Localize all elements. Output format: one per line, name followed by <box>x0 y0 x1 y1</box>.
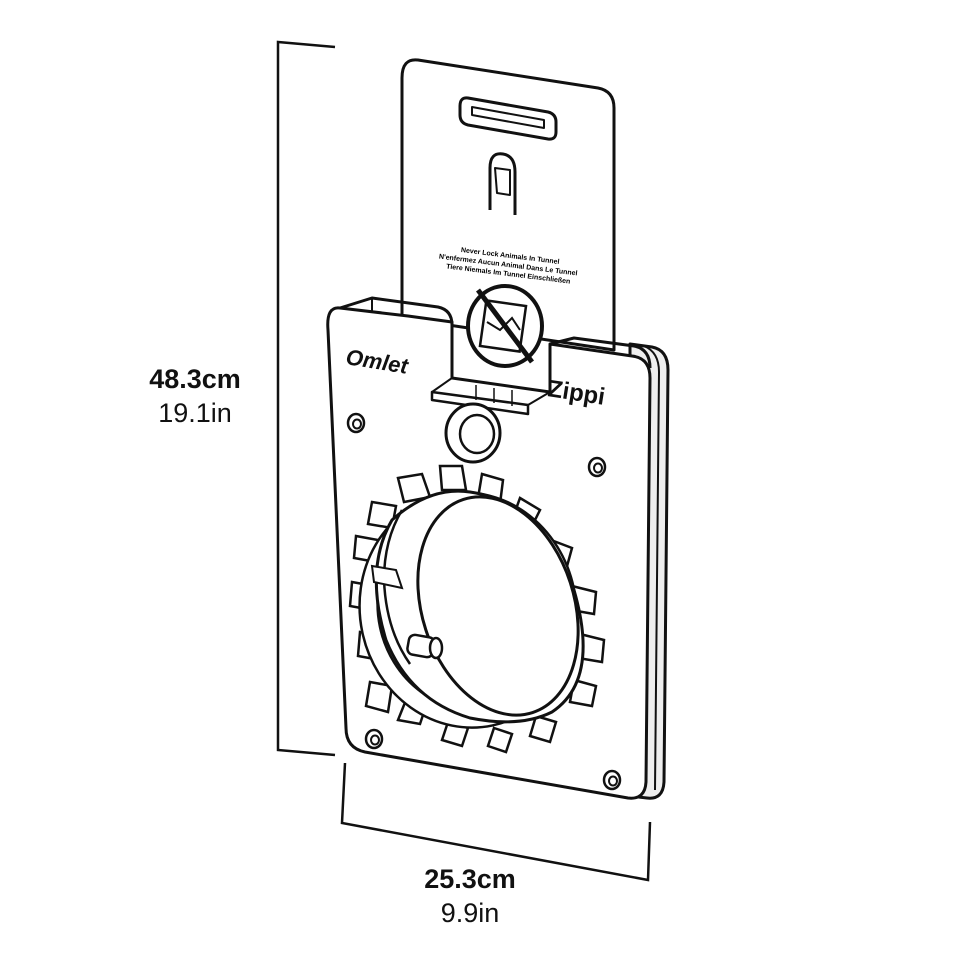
sliding-door-panel <box>400 58 616 352</box>
screw-hole <box>364 728 384 750</box>
height-dimension-line <box>276 40 336 757</box>
screw-hole <box>587 456 607 478</box>
height-dimension-label: 48.3cm 19.1in <box>120 362 270 430</box>
tunnel-socket <box>444 402 502 464</box>
width-dimension-label: 25.3cm 9.9in <box>395 862 545 930</box>
door-hook-notch <box>488 152 517 215</box>
width-dimension-line <box>340 762 652 882</box>
tunnel-cap <box>370 489 585 724</box>
screw-hole <box>602 769 622 791</box>
height-imperial: 19.1in <box>158 398 232 428</box>
width-imperial: 9.9in <box>440 898 500 928</box>
height-metric: 48.3cm <box>149 364 241 394</box>
latch-pin <box>406 633 444 660</box>
no-lock-warning-icon <box>466 284 544 368</box>
gear-tooth <box>438 464 468 492</box>
gear-tooth <box>364 680 394 714</box>
width-metric: 25.3cm <box>424 864 516 894</box>
door-warning-text: Never Lock Animals In Tunnel N'enfermez … <box>439 247 578 286</box>
gear-tooth <box>528 714 558 744</box>
screw-hole <box>346 412 366 434</box>
gear-tooth <box>486 726 514 754</box>
screw-holes <box>346 412 622 791</box>
